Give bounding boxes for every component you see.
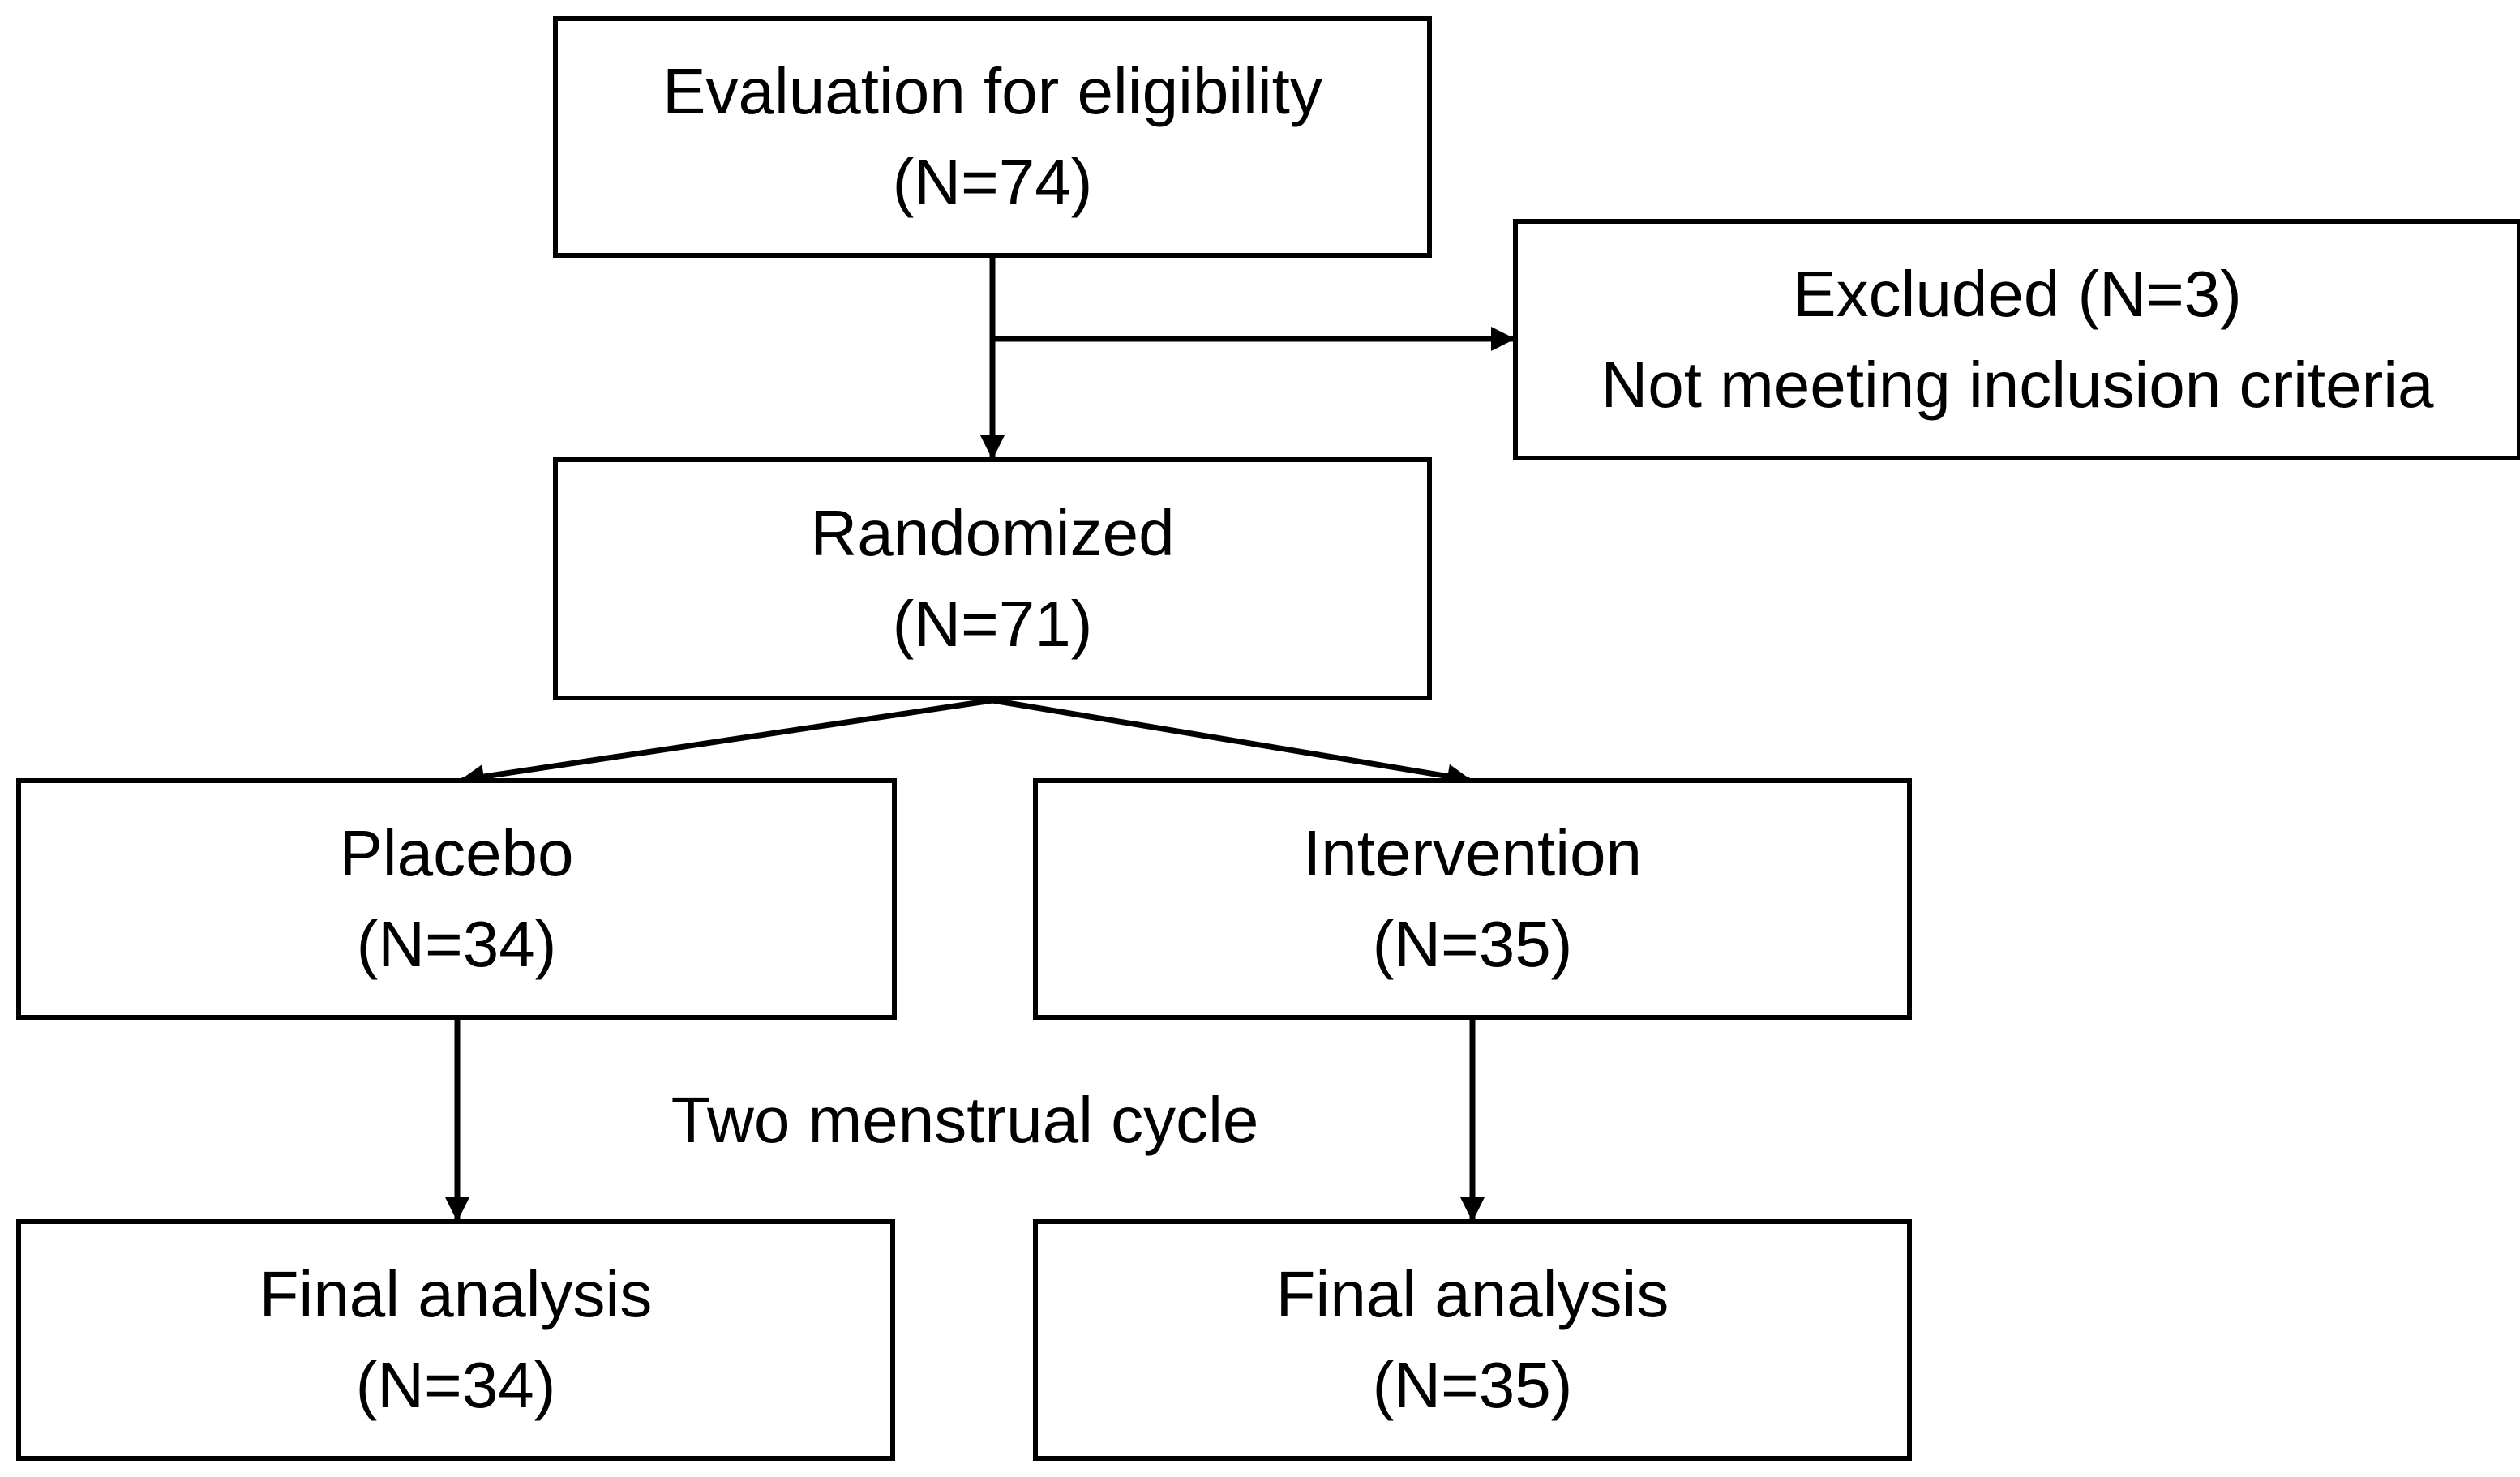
eligibility-title: Evaluation for eligibility <box>662 55 1322 127</box>
final-placebo-title: Final analysis <box>259 1258 653 1330</box>
final-analysis-placebo-box: Final analysis (N=34) <box>16 1219 895 1461</box>
excluded-box: Excluded (N=3) Not meeting inclusion cri… <box>1513 219 2520 460</box>
final-analysis-intervention-box: Final analysis (N=35) <box>1033 1219 1912 1461</box>
arrow-randomized-to-placebo <box>460 697 993 789</box>
excluded-title: Excluded (N=3) <box>1793 258 2242 330</box>
placebo-title: Placebo <box>339 817 574 889</box>
placebo-count: (N=34) <box>356 908 557 980</box>
randomized-box: Randomized (N=71) <box>553 457 1432 700</box>
arrow-randomized-to-intervention <box>992 697 1472 789</box>
intervention-title: Intervention <box>1302 817 1643 889</box>
cycle-note: Two menstrual cycle <box>671 1084 1259 1156</box>
final-intervention-title: Final analysis <box>1275 1258 1669 1330</box>
intervention-count: (N=35) <box>1372 908 1573 980</box>
intervention-box: Intervention (N=35) <box>1033 778 1912 1020</box>
eligibility-count: (N=74) <box>892 146 1093 218</box>
final-placebo-count: (N=34) <box>355 1349 556 1421</box>
eligibility-box: Evaluation for eligibility (N=74) <box>553 16 1432 258</box>
excluded-reason: Not meeting inclusion criteria <box>1601 349 2434 421</box>
placebo-box: Placebo (N=34) <box>16 778 897 1020</box>
randomized-title: Randomized <box>810 497 1175 569</box>
randomized-count: (N=71) <box>892 588 1093 660</box>
final-intervention-count: (N=35) <box>1372 1349 1573 1421</box>
